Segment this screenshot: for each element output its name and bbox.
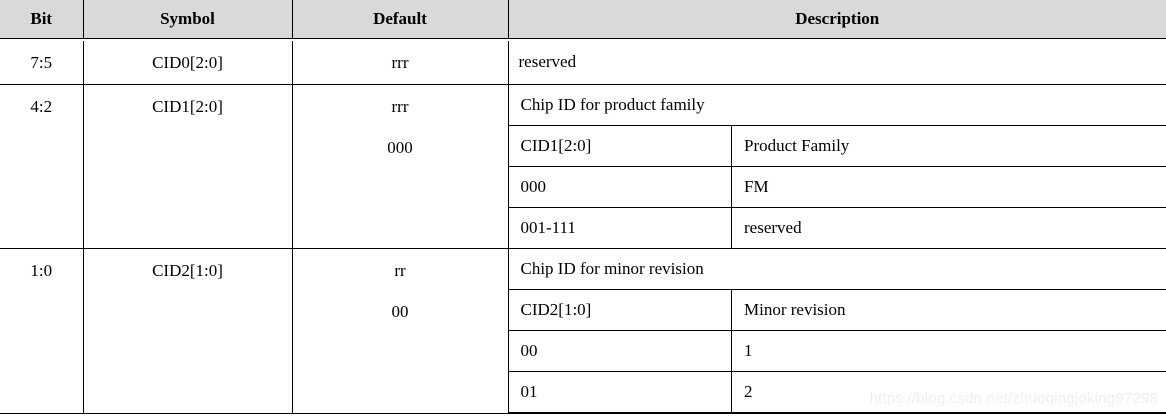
header-rule-line — [0, 38, 1166, 41]
column-header-symbol: Symbol — [83, 0, 293, 39]
nested-cell-code: 000 — [508, 166, 732, 208]
description-text: reserved — [518, 52, 577, 71]
column-header-description: Description — [508, 0, 1166, 39]
table-row: 1:0 CID2[1:0] rr 00 Chip ID for minor re… — [0, 248, 1166, 414]
nested-cell-code: 001-111 — [508, 207, 732, 248]
cell-default: rr 00 — [292, 248, 509, 414]
nested-column-header-value: Minor revision — [731, 289, 1166, 331]
header-double-rule — [0, 38, 1166, 41]
nested-row: 000 FM — [508, 166, 1166, 208]
cell-description: reserved — [508, 41, 1166, 85]
nested-cell-value: reserved — [744, 218, 802, 237]
table-row: 7:5 CID0[2:0] rrr reserved — [0, 41, 1166, 85]
nested-cell-value: 1 — [731, 330, 1166, 372]
cell-default: rrr 000 — [292, 84, 509, 249]
nested-caption-row: Chip ID for product family — [508, 85, 1166, 126]
cell-bit: 7:5 — [0, 41, 84, 85]
nested-table-minor-revision: Chip ID for minor revision CID2[1:0] Min… — [508, 249, 1166, 413]
nested-cell-code: 01 — [508, 371, 732, 413]
nested-caption: Chip ID for minor revision — [508, 249, 1166, 290]
nested-row: 01 2 — [508, 371, 1166, 413]
nested-header-row: CID2[1:0] Minor revision — [508, 289, 1166, 331]
cell-bit: 4:2 — [0, 84, 84, 249]
cell-bit: 1:0 — [0, 248, 84, 414]
default-line: 000 — [387, 138, 413, 157]
cell-description: Chip ID for product family CID1[2:0] Pro… — [508, 84, 1166, 249]
nested-row: 00 1 — [508, 330, 1166, 372]
nested-row: 001-111 reserved — [508, 207, 1166, 248]
nested-caption: Chip ID for product family — [508, 85, 1166, 126]
nested-cell-value: 2 — [731, 371, 1166, 413]
cell-description: Chip ID for minor revision CID2[1:0] Min… — [508, 248, 1166, 414]
cell-symbol: CID0[2:0] — [83, 41, 293, 85]
nested-cell-value: FM — [731, 166, 1166, 208]
nested-header-row: CID1[2:0] Product Family — [508, 125, 1166, 167]
default-line: rr — [394, 261, 406, 280]
default-line: 00 — [391, 302, 409, 321]
cell-default: rrr — [292, 41, 509, 85]
nested-cell-code: 00 — [508, 330, 732, 372]
default-line: rrr — [391, 53, 409, 72]
column-header-bit: Bit — [0, 0, 84, 39]
nested-column-header-code: CID1[2:0] — [508, 125, 732, 167]
nested-column-header-code: CID2[1:0] — [508, 289, 732, 331]
nested-caption-row: Chip ID for minor revision — [508, 249, 1166, 290]
nested-table-product-family: Chip ID for product family CID1[2:0] Pro… — [508, 85, 1166, 248]
table-row: 4:2 CID1[2:0] rrr 000 Chip ID for produc… — [0, 84, 1166, 249]
cell-symbol: CID2[1:0] — [83, 248, 293, 414]
nested-column-header-value: Product Family — [731, 125, 1166, 167]
default-line: rrr — [391, 97, 409, 116]
cell-symbol: CID1[2:0] — [83, 84, 293, 249]
column-header-default: Default — [292, 0, 509, 39]
table-header-row: Bit Symbol Default Description — [0, 0, 1166, 39]
